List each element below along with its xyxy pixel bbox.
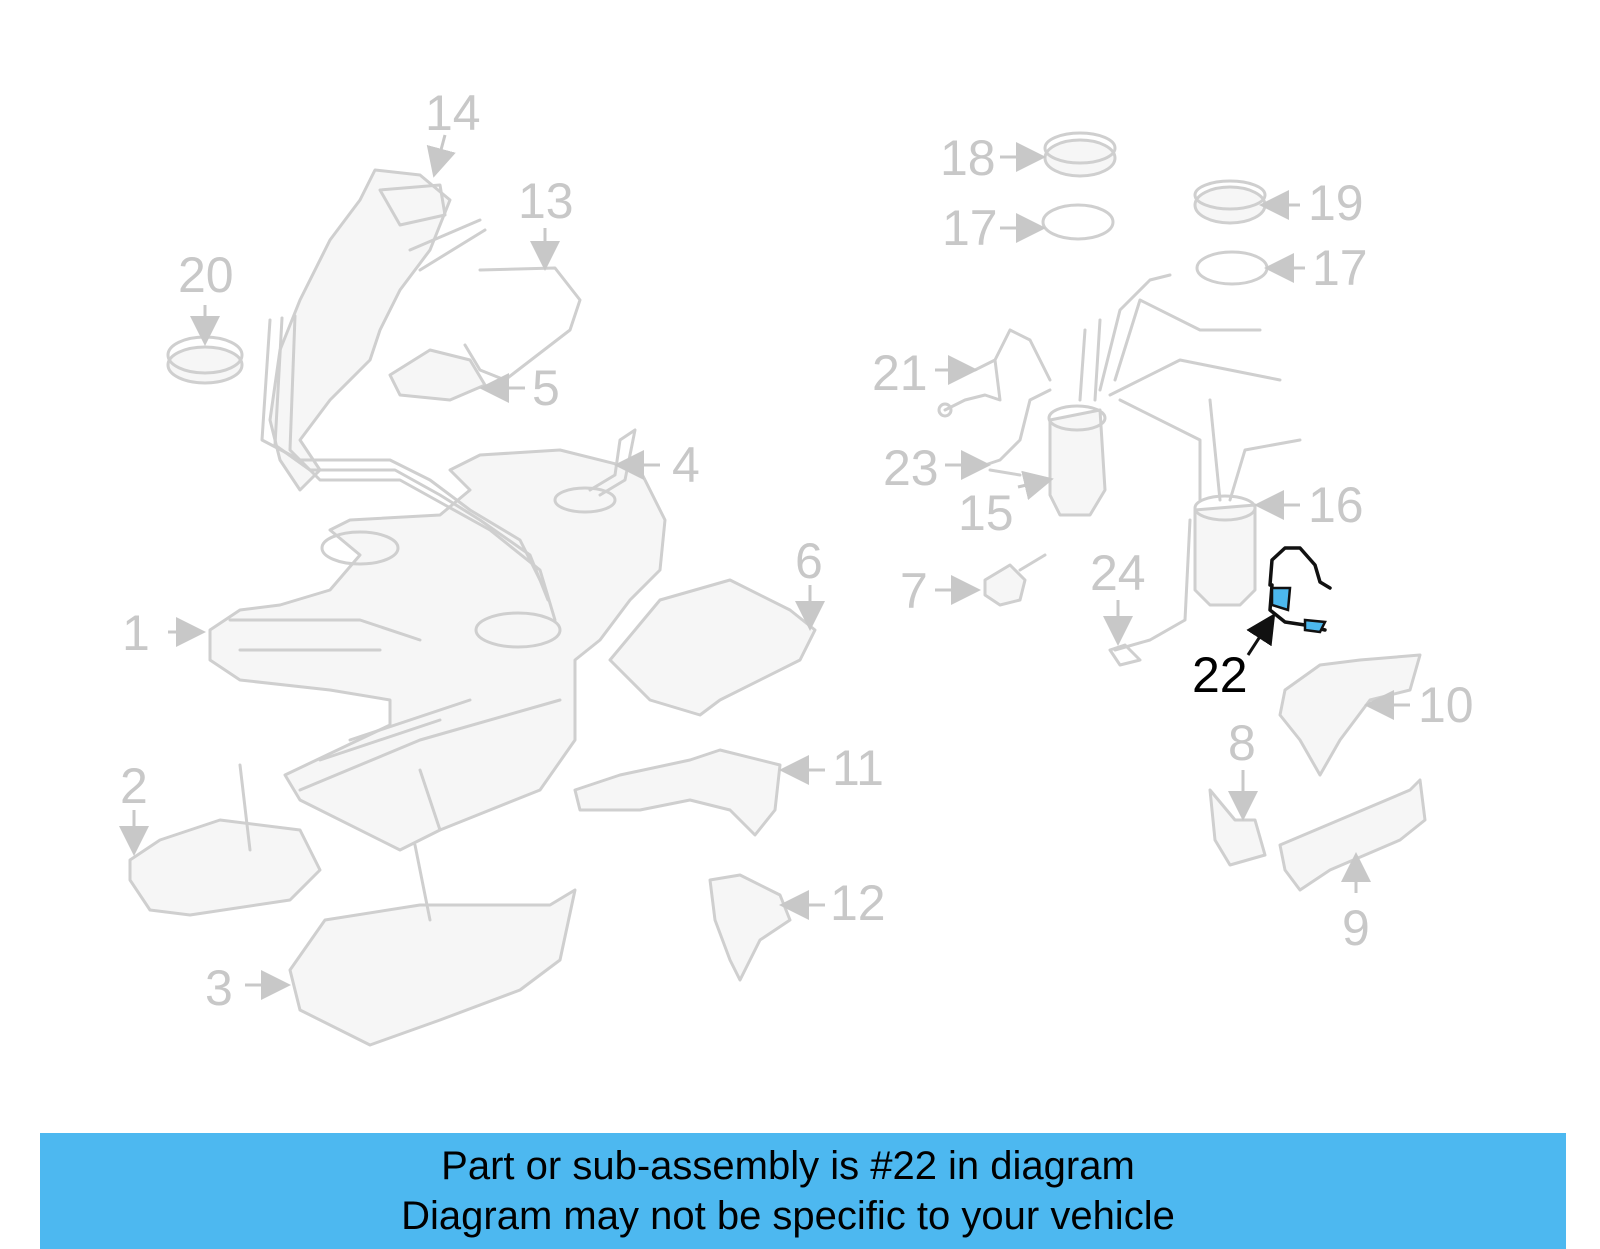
callout-10: 10: [1418, 677, 1474, 733]
part-10: [1278, 653, 1422, 777]
part-18: [1043, 131, 1117, 178]
part-4-bracket: [588, 428, 637, 497]
part-19: [1193, 179, 1267, 225]
callout-arrows: [119, 134, 1410, 1000]
part-7: [983, 563, 1027, 607]
callout-11: 11: [832, 740, 884, 796]
part-6-shield: [608, 578, 817, 717]
part-15-pump: [1047, 318, 1107, 517]
part-3: [288, 888, 577, 1047]
part-8: [1208, 788, 1267, 867]
callout-18: 18: [940, 130, 996, 186]
part-17-ring-upper: [1041, 203, 1115, 241]
fuel-tank-part: [208, 448, 667, 852]
callout-7: 7: [900, 563, 928, 619]
callout-14: 14: [425, 85, 481, 141]
callout-13: 13: [518, 173, 574, 229]
fuel-lines-right: [1098, 273, 1302, 502]
part-20-ring: [166, 335, 244, 385]
part-17-ring-lower: [1195, 250, 1269, 286]
callout-17a: 17: [942, 200, 998, 256]
part-12: [708, 873, 792, 982]
callout-6: 6: [795, 533, 823, 589]
part-21: [943, 328, 1052, 412]
callout-21: 21: [872, 345, 928, 401]
callout-22-highlighted: 22: [1192, 647, 1248, 703]
callout-15: 15: [958, 485, 1014, 541]
callout-1: 1: [122, 605, 150, 661]
banner-line-part-number: Part or sub-assembly is #22 in diagram: [441, 1144, 1135, 1188]
part-24: [1108, 643, 1142, 667]
part-9: [1278, 778, 1427, 892]
callout-4: 4: [672, 437, 700, 493]
callout-23: 23: [883, 440, 939, 496]
callout-16: 16: [1308, 477, 1364, 533]
parts-diagram: 1 2 3 4 5 6 7 8 9 10 11 12 13 14 15 16 1…: [119, 85, 1474, 1047]
info-banner: Part or sub-assembly is #22 in diagram D…: [40, 1133, 1566, 1249]
vent-pipe-part: [463, 266, 582, 382]
callout-3: 3: [205, 960, 233, 1016]
callout-19: 19: [1308, 175, 1364, 231]
callout-8: 8: [1228, 715, 1256, 771]
callout-17b: 17: [1312, 240, 1368, 296]
callout-5: 5: [532, 360, 560, 416]
banner-line-disclaimer: Diagram may not be specific to your vehi…: [401, 1194, 1175, 1238]
callout-12: 12: [830, 875, 886, 931]
callout-9: 9: [1342, 900, 1370, 956]
callout-24: 24: [1090, 545, 1146, 601]
filler-neck-part: [260, 168, 557, 622]
callout-20: 20: [178, 247, 234, 303]
part-2: [128, 818, 322, 917]
part-22-highlighted: [1268, 546, 1332, 634]
callout-2: 2: [120, 758, 148, 814]
part-23: [983, 388, 1052, 477]
part-5: [388, 348, 487, 402]
part-11: [573, 748, 782, 837]
